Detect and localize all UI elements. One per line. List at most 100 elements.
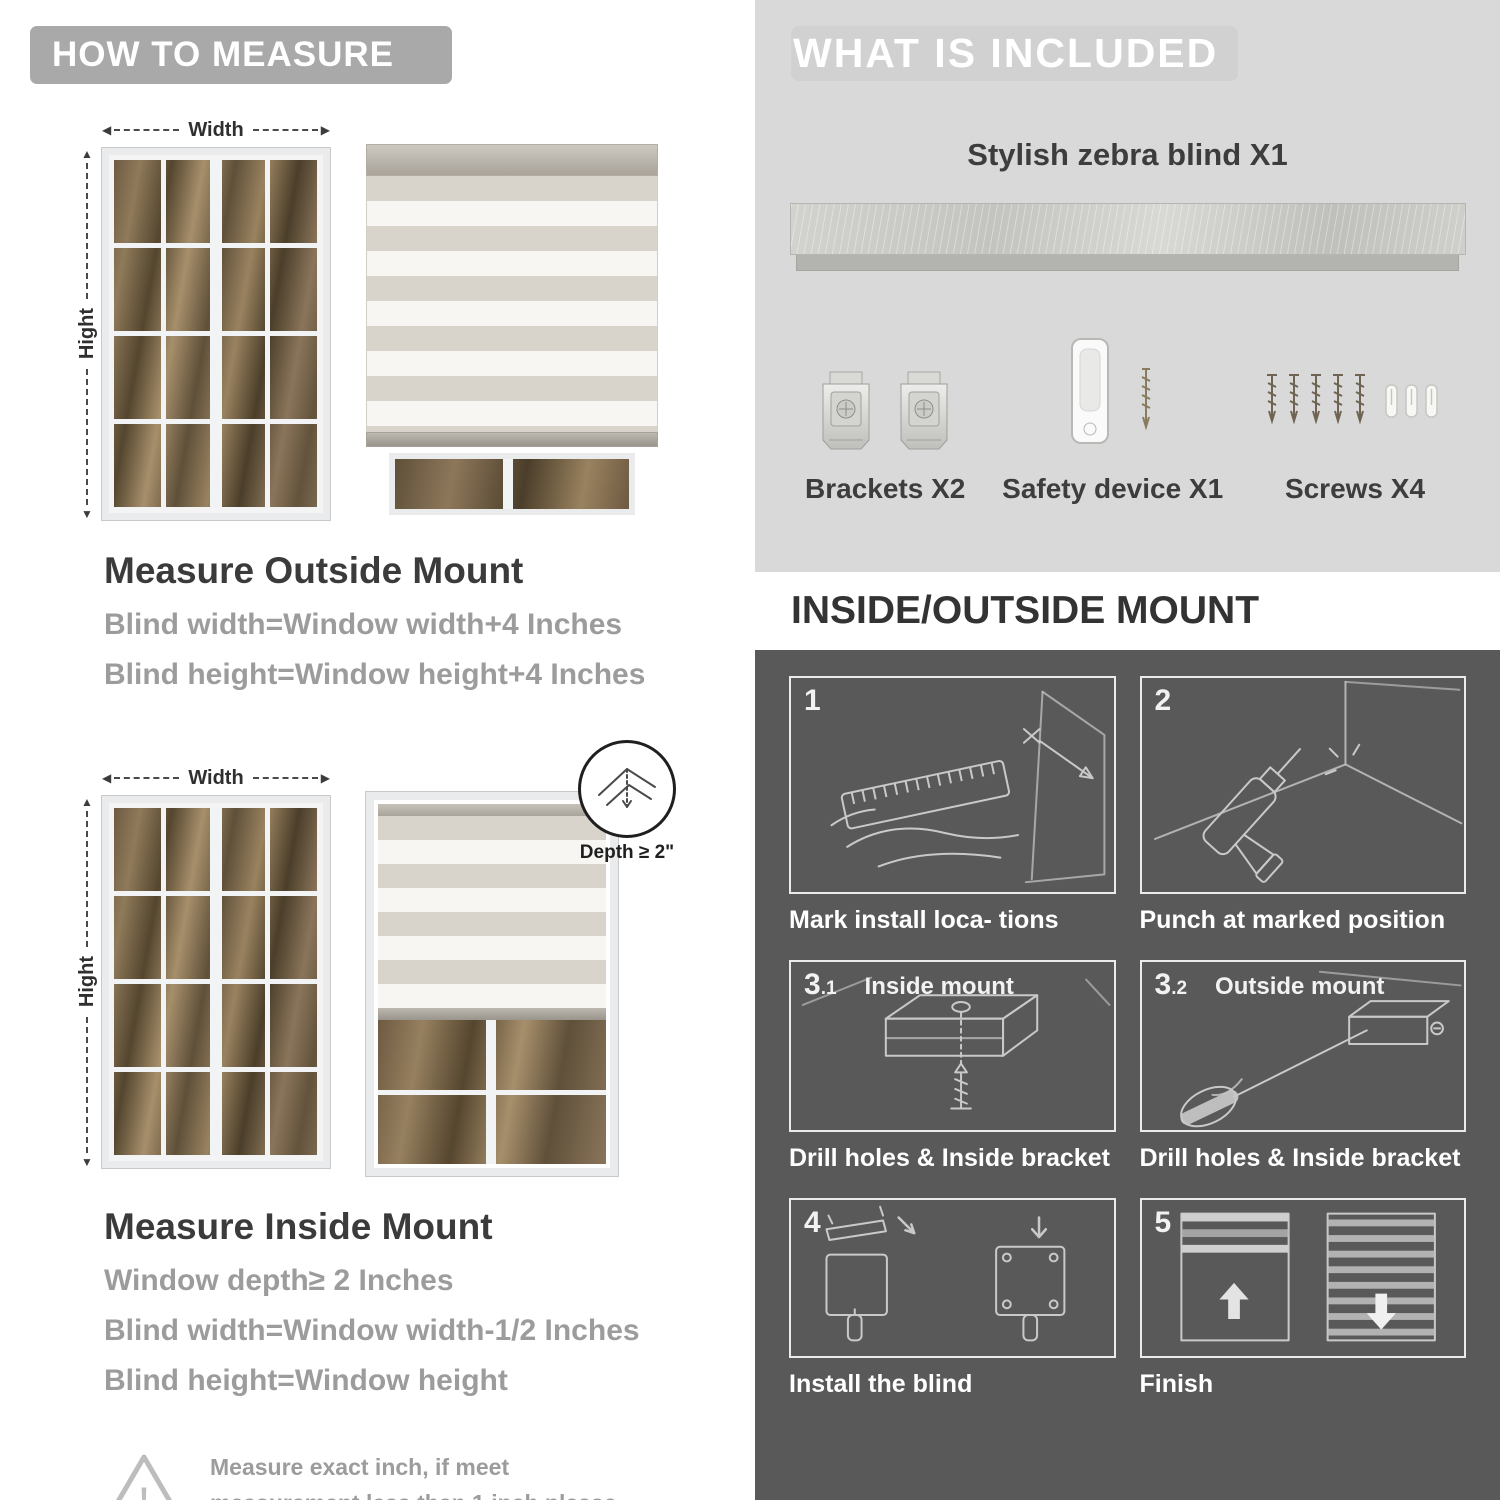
blind-stripes — [378, 816, 606, 1008]
arrow-left-icon: ◀ — [102, 123, 112, 137]
what-is-included-badge: WHAT IS INCLUDED — [791, 26, 1239, 81]
step-3-2-panel: 3 .2 Outside mount — [1139, 960, 1466, 1132]
arrow-right-icon: ▶ — [320, 123, 331, 137]
bracket-icon — [822, 371, 870, 450]
window-panes — [114, 808, 318, 1156]
step-number: 3 — [1154, 968, 1172, 1001]
depth-callout: Depth ≥ 2" — [568, 740, 686, 864]
height-arrow: ▲ Hight ▼ — [72, 796, 102, 1168]
step-4: 4 — [789, 1198, 1116, 1402]
step-subnumber: .1 — [820, 978, 837, 999]
mount-section-header: INSIDE/OUTSIDE MOUNT — [755, 572, 1500, 650]
width-arrow-row: ◀ Width ▶ — [72, 118, 330, 148]
inside-mount-line-3: Blind height=Window height — [104, 1364, 508, 1397]
step-inline-title: Outside mount — [1215, 973, 1385, 1000]
blind-stripes — [366, 176, 658, 432]
width-arrow-row: ◀ Width ▶ — [72, 766, 330, 796]
step-3-1: 3 .1 Inside mount — [789, 960, 1116, 1176]
step-2-caption: Punch at marked position — [1139, 906, 1446, 934]
window-row: ▲ Hight ▼ — [72, 147, 331, 521]
included-items: Brackets X2 — [755, 323, 1500, 505]
step-5-number: 5 — [1155, 1208, 1200, 1238]
step2-illustration — [1142, 678, 1465, 892]
step-5: 5 — [1139, 1198, 1466, 1402]
window-measure-figure: ◀ Width ▶ ▲ Hight ▼ — [72, 118, 331, 521]
measure-warning: ! Measure exact inch, if meet measuremen… — [104, 1450, 679, 1500]
zebra-blind-inside-illustration: Depth ≥ 2" — [365, 740, 676, 1177]
dashed-line — [114, 129, 180, 131]
inside-mount-title: Measure Inside Mount — [104, 1206, 493, 1247]
blind-in-window — [365, 791, 619, 1177]
step-4-caption: Install the blind — [789, 1370, 973, 1398]
arrow-up-icon: ▲ — [81, 795, 93, 809]
blind-bottom-rail — [366, 432, 658, 447]
height-arrow: ▲ Hight ▼ — [72, 148, 102, 520]
inside-mount-line-1: Window depth≥ 2 Inches — [104, 1264, 454, 1297]
how-to-measure-section: HOW TO MEASURE ◀ Width ▶ ▲ — [30, 26, 755, 1500]
window-corner-detail-icon — [598, 768, 656, 808]
spacer — [72, 766, 102, 796]
right-column: WHAT IS INCLUDED Stylish zebra blind X1 — [755, 0, 1500, 1500]
arrow-down-icon: ▼ — [81, 1155, 93, 1169]
depth-detail-circle — [578, 740, 676, 838]
window-photo — [101, 147, 331, 521]
outside-mount-figures: ◀ Width ▶ ▲ Hight ▼ — [72, 118, 755, 521]
wall-anchor-icon — [1385, 384, 1438, 418]
step-1: 1 — [789, 676, 1116, 938]
step-2-panel: 2 — [1139, 676, 1466, 894]
zebra-blind-outside-illustration — [366, 144, 658, 515]
blind-headrail — [366, 144, 658, 176]
safety-device-label: Safety device X1 — [1002, 473, 1224, 504]
step-2: 2 — [1139, 676, 1466, 938]
outside-mount-line-2: Blind height=Window height+4 Inches — [104, 658, 646, 691]
what-is-included-section: WHAT IS INCLUDED Stylish zebra blind X1 — [755, 0, 1500, 572]
step4-illustration — [791, 1200, 1114, 1356]
step-4-number: 4 — [804, 1208, 849, 1238]
step-3-1-number: 3 .1 Inside mount — [804, 970, 1014, 1000]
step-5-caption: Finish — [1139, 1370, 1214, 1398]
arrow-right-icon: ▶ — [320, 771, 331, 785]
window-panes — [114, 160, 318, 508]
blind-valance — [789, 203, 1466, 255]
outside-mount-line-1: Blind width=Window width+4 Inches — [104, 608, 623, 641]
arrow-left-icon: ◀ — [102, 771, 112, 785]
step-1-number: 1 — [804, 686, 849, 716]
screws-icon — [1267, 374, 1438, 425]
safety-device-icons — [1038, 323, 1188, 455]
window-below-blind — [389, 453, 635, 515]
dashed-line — [252, 129, 318, 131]
step-5-panel: 5 — [1139, 1198, 1466, 1358]
warning-triangle-icon: ! — [116, 1454, 172, 1500]
step-number: 2 — [1154, 684, 1172, 717]
width-arrow: ◀ Width ▶ — [102, 766, 330, 790]
step1-illustration — [791, 678, 1114, 892]
dashed-line — [86, 811, 88, 948]
screws-label: Screws X4 — [1284, 473, 1426, 504]
dashed-line — [86, 1016, 88, 1153]
included-item-screws: Screws X4 — [1260, 323, 1450, 505]
dashed-line — [114, 777, 180, 779]
inside-mount-line-2: Blind width=Window width-1/2 Inches — [104, 1314, 640, 1347]
inside-mount-figures: ◀ Width ▶ ▲ Hight ▼ — [72, 740, 755, 1177]
warning-text: Measure exact inch, if meet measurement … — [210, 1454, 617, 1500]
svg-text:!: ! — [139, 1481, 150, 1500]
step-number: 1 — [804, 684, 821, 717]
blind-bottom-rail — [378, 1008, 606, 1020]
screw-icon — [1141, 368, 1151, 431]
width-arrow: ◀ Width ▶ — [102, 118, 330, 142]
step-3-1-panel: 3 .1 Inside mount — [789, 960, 1116, 1132]
window-photo — [101, 795, 331, 1169]
dashed-line — [86, 163, 88, 300]
dashed-line — [86, 368, 88, 505]
window-row: ▲ Hight ▼ — [72, 795, 331, 1169]
step-3-2: 3 .2 Outside mount — [1139, 960, 1466, 1176]
blind-valance-lip — [796, 255, 1459, 271]
step-number: 4 — [804, 1206, 821, 1239]
depth-label: Depth ≥ 2" — [579, 842, 675, 863]
height-label: Hight — [75, 308, 98, 360]
brackets-label: Brackets X2 — [805, 473, 966, 504]
height-label: Hight — [75, 956, 98, 1008]
bracket-icon — [900, 371, 948, 450]
window-panes — [378, 1020, 606, 1164]
